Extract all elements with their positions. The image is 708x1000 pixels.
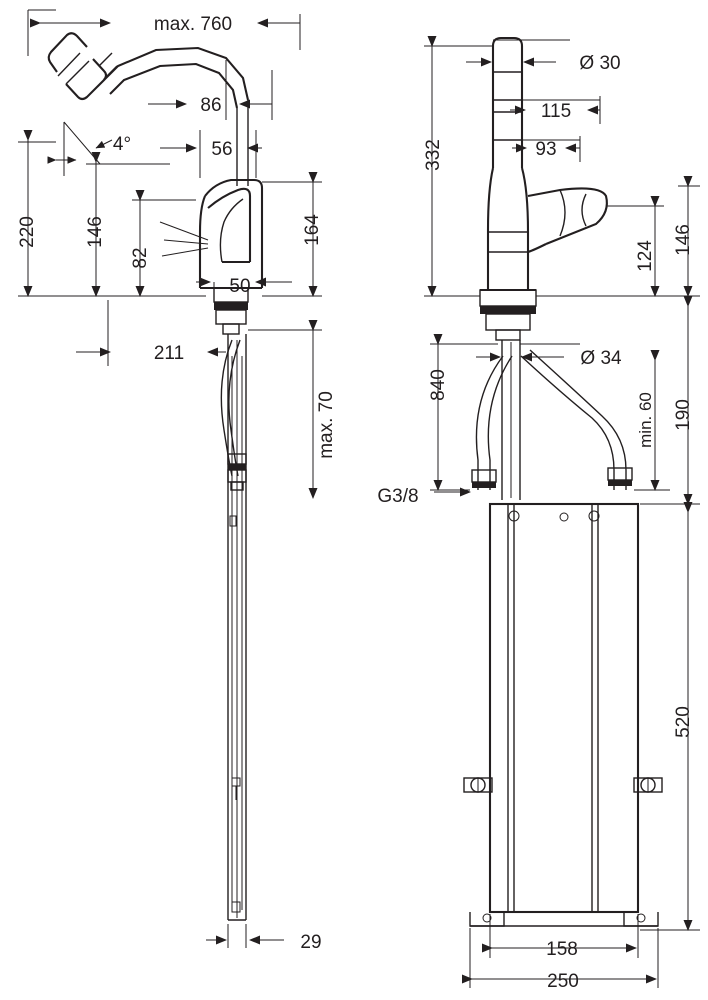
- left-view-dimensions: [18, 9, 322, 948]
- dim-label-332: 332: [423, 139, 444, 171]
- valve-left: [463, 777, 493, 793]
- right-view-labels: Ø 30 115 93 332 124 146 Ø 34 840 min. 60…: [377, 53, 694, 992]
- dim-label-250: 250: [547, 971, 579, 992]
- right-view-geometry: [463, 36, 663, 927]
- dim-label-164: 164: [302, 214, 323, 246]
- valve-right: [633, 777, 663, 793]
- dim-label-158: 158: [546, 939, 578, 960]
- dim-label-29: 29: [300, 932, 321, 953]
- dim-label-max760: max. 760: [154, 14, 232, 35]
- dim-label-4deg: 4°: [113, 134, 131, 155]
- dim-label-93: 93: [535, 139, 556, 160]
- left-view-geometry: [47, 32, 264, 921]
- dim-label-220: 220: [17, 216, 38, 248]
- dim-label-146-right: 146: [673, 224, 694, 256]
- dim-label-840: 840: [428, 369, 449, 401]
- dim-label-56: 56: [211, 139, 232, 160]
- dim-label-min60: min. 60: [636, 392, 655, 448]
- dim-label-g38: G3/8: [377, 486, 418, 507]
- dim-label-86: 86: [200, 95, 221, 116]
- left-view-labels: max. 760 86 56 4° 220 146 82 164 50 211 …: [17, 14, 337, 953]
- dim-label-50: 50: [229, 276, 250, 297]
- dim-label-115: 115: [541, 101, 571, 122]
- dim-label-dia34: Ø 34: [580, 348, 622, 369]
- dim-label-dia30: Ø 30: [579, 53, 620, 74]
- dim-label-146: 146: [85, 216, 106, 248]
- dim-label-520: 520: [673, 706, 694, 738]
- dim-label-211: 211: [154, 343, 184, 364]
- dim-label-190: 190: [673, 399, 694, 431]
- dim-label-max70: max. 70: [316, 391, 337, 459]
- right-view-dimensions: [424, 36, 700, 988]
- dim-label-82: 82: [130, 247, 151, 268]
- dim-label-124: 124: [635, 240, 656, 272]
